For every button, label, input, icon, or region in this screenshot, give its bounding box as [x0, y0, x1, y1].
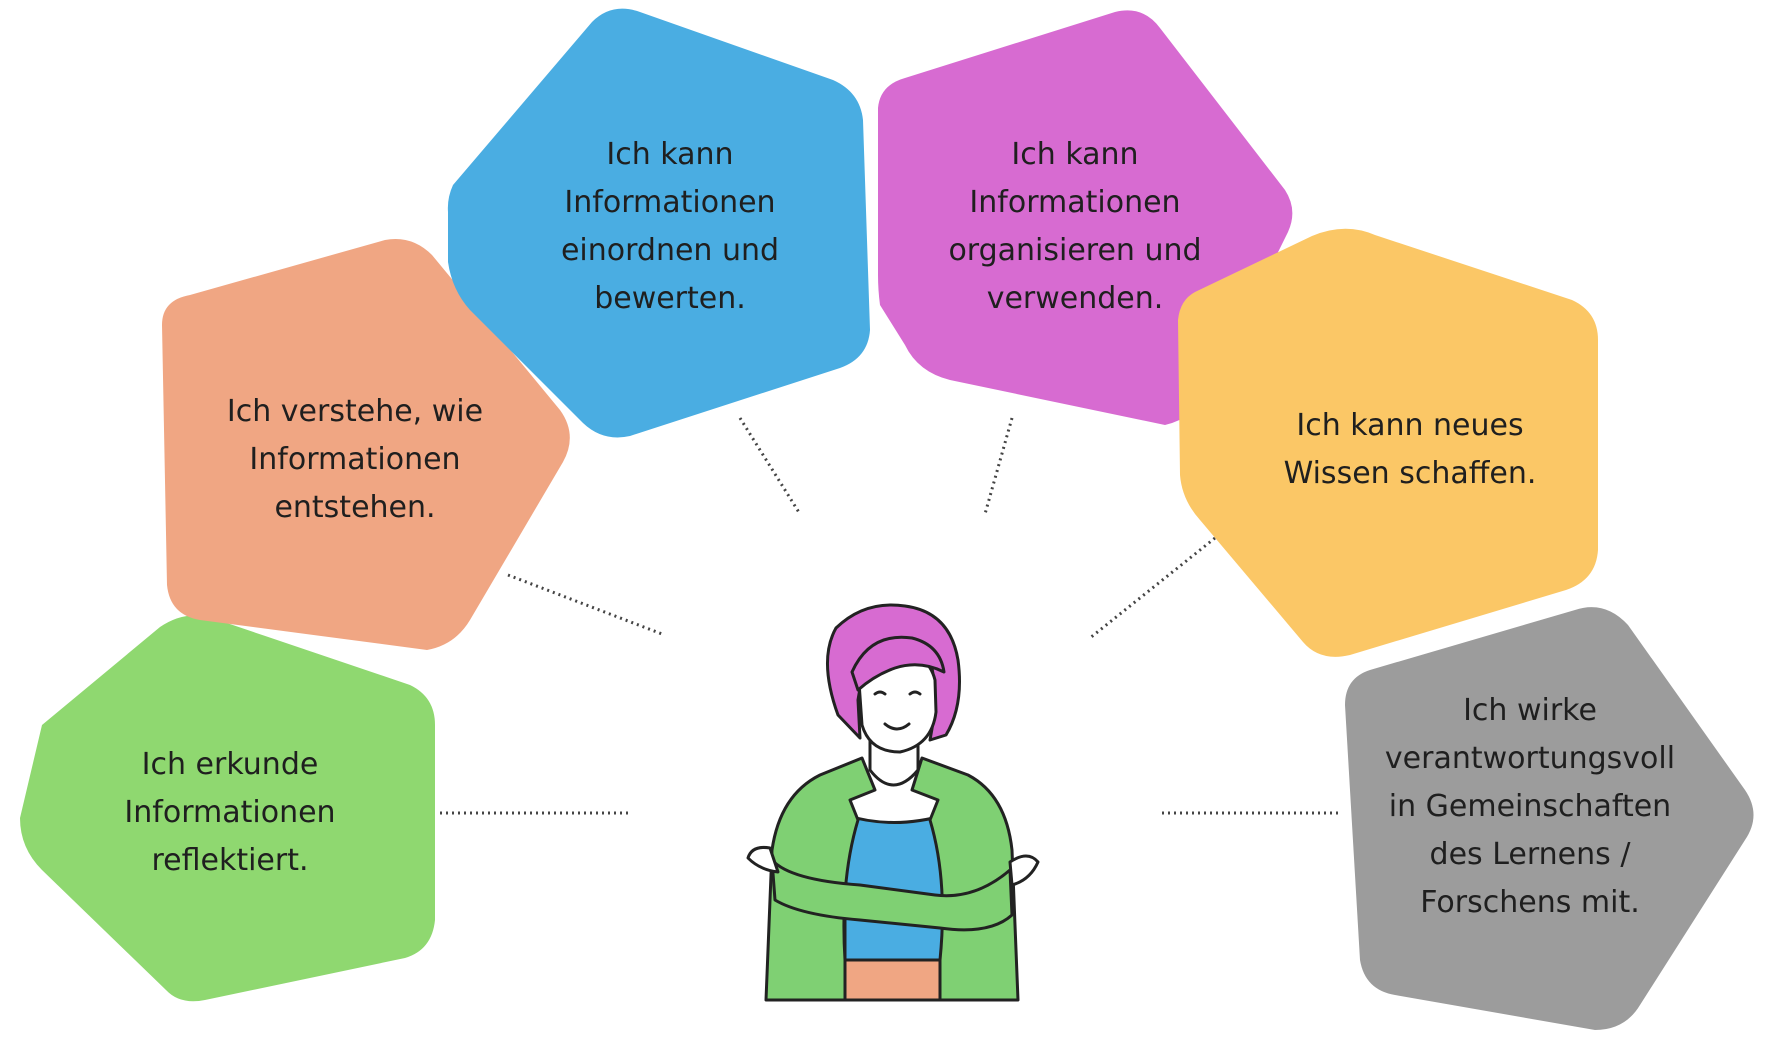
pentagon-schaffen [1178, 228, 1598, 657]
connector-lines [440, 417, 1340, 815]
connector-line-schaffen [1089, 536, 1216, 640]
competency-label-einordnen: Ich kann Informationen einordnen und bew… [560, 137, 780, 316]
person-illustration [746, 603, 1040, 1002]
person-hand-left [746, 846, 780, 874]
person-smile [883, 722, 911, 731]
connector-line-verstehen [507, 573, 663, 636]
pentagon-einordnen [447, 8, 870, 438]
person-arms [770, 858, 1014, 932]
competency-label-schaffen: Ich kann neues Wissen schaffen. [1283, 408, 1537, 491]
person-hair-fringe [850, 635, 946, 692]
pentagon-gemeinschaft [1345, 607, 1754, 1030]
pentagon-erkunden [20, 615, 435, 1002]
connector-line-organisieren [983, 417, 1014, 515]
connector-line-einordnen [738, 417, 802, 515]
competency-label-organisieren: Ich kann Informationen organisieren und … [948, 137, 1202, 316]
competency-label-gemeinschaft: Ich wirke verantwortungsvoll in Gemeinsc… [1384, 693, 1676, 920]
person-eyes [873, 690, 922, 696]
person-pants [843, 953, 942, 1002]
competency-label-verstehen: Ich verstehe, wie Informationen entstehe… [226, 394, 484, 525]
person-hand-right [1008, 854, 1040, 887]
person-jacket-right [910, 756, 1020, 1002]
pentagon-verstehen [162, 239, 570, 650]
competency-label-erkunden: Ich erkunde Informationen reflektiert. [124, 747, 336, 878]
